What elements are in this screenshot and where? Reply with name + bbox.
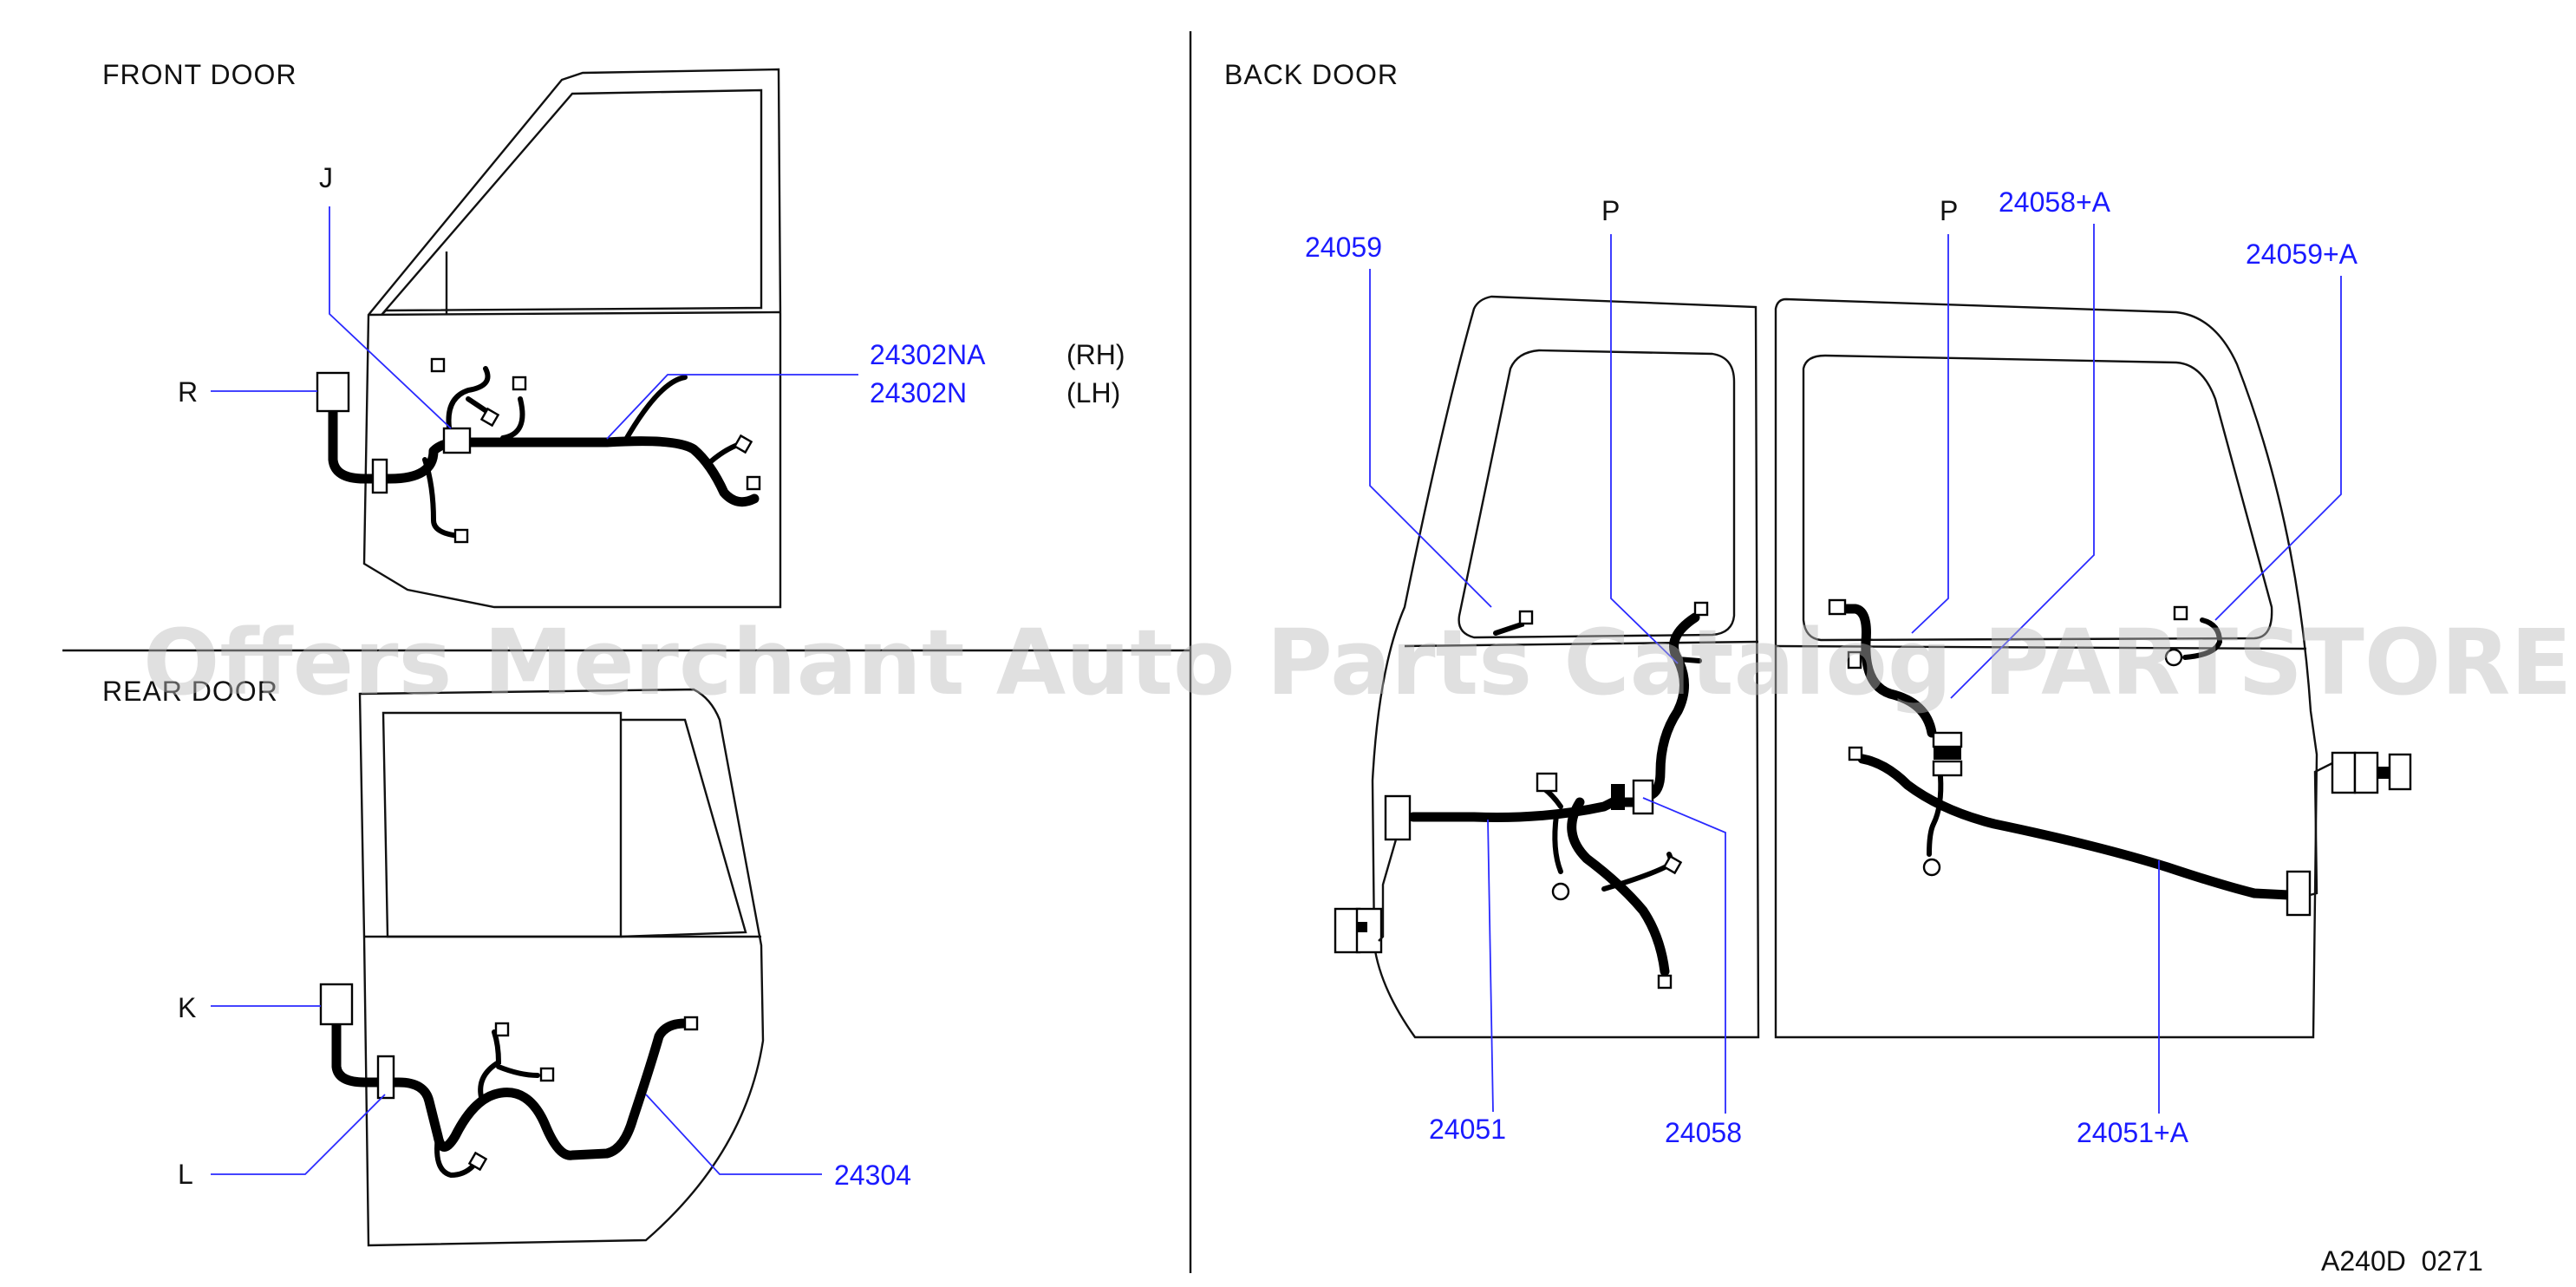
label-p-right: P [1940, 195, 1958, 226]
label-k: K [178, 992, 196, 1023]
section-title-front-door: FRONT DOOR [102, 59, 297, 90]
part-number-24058A: 24058+A [1999, 186, 2111, 218]
back-door-left-harness [1334, 601, 1709, 990]
leader-j [329, 206, 452, 429]
connector-r [316, 371, 350, 413]
part-number-24304: 24304 [834, 1160, 911, 1191]
back-left-grommet [1384, 794, 1412, 841]
connector-l [376, 1055, 395, 1100]
back-door-left-drawing [1371, 295, 1760, 1039]
leader-24059 [1369, 269, 1492, 608]
part-number-24302NA: 24302NA [870, 339, 986, 370]
leader-24304 [645, 1094, 822, 1175]
section-title-rear-door: REAR DOOR [102, 676, 278, 707]
part-number-24059A: 24059+A [2246, 238, 2358, 270]
rear-door-harness [319, 983, 699, 1179]
connector-k [319, 983, 354, 1026]
front-door-harness [316, 357, 761, 544]
leader-24059A [2214, 276, 2342, 621]
section-title-back-door: BACK DOOR [1224, 59, 1399, 90]
back-right-grommet [2286, 870, 2312, 917]
connector-grommet [371, 458, 388, 494]
label-j: J [319, 162, 333, 193]
note-lh: (LH) [1066, 377, 1120, 408]
leader-l [211, 1094, 386, 1175]
front-door-drawing [362, 68, 782, 609]
leader-24058A [1950, 224, 2095, 699]
label-p-left: P [1601, 195, 1620, 226]
watermark: Offers Merchant Auto Parts Catalog PARTS… [143, 610, 2576, 715]
label-r: R [178, 376, 198, 408]
part-number-24051A: 24051+A [2077, 1117, 2189, 1148]
leader-p-right [1911, 234, 1949, 634]
note-rh: (RH) [1066, 339, 1125, 370]
leader-24051 [1487, 819, 1494, 1113]
leader-24302 [606, 374, 858, 440]
label-l: L [178, 1159, 193, 1190]
leader-24058 [1642, 797, 1726, 1114]
connector-j [442, 427, 472, 454]
back-door-right-harness [1828, 598, 2412, 917]
rear-door-drawing [358, 688, 765, 1247]
part-number-24058: 24058 [1665, 1117, 1742, 1148]
diagram-code: A240D 0271 [2321, 1245, 2483, 1277]
leader-p-left [1610, 234, 1679, 664]
part-number-24302N: 24302N [870, 377, 967, 408]
part-number-24059: 24059 [1305, 232, 1382, 263]
part-number-24051: 24051 [1429, 1114, 1506, 1145]
